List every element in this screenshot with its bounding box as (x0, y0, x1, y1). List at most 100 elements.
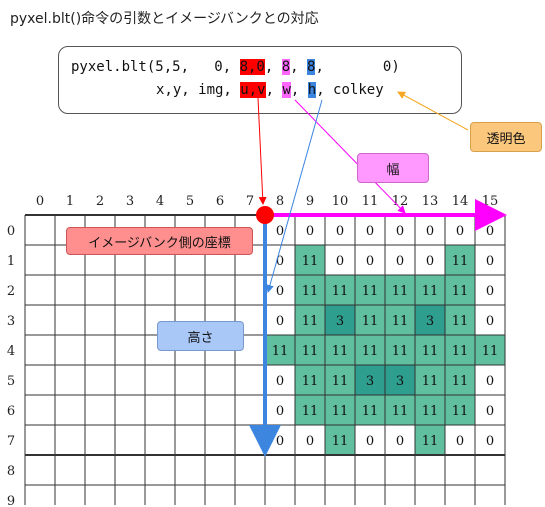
code-sep: , (264, 59, 282, 75)
code-box: pyxel.blt(5,5, 0, 8,0, 8, 8, 0) x,y, img… (58, 46, 462, 114)
column-header: 8 (276, 194, 284, 209)
pixel-value: 11 (302, 254, 319, 269)
pixel-value: 0 (276, 284, 284, 299)
pixel-value: 0 (486, 434, 494, 449)
pixel-value: 0 (396, 254, 404, 269)
pixel-value: 11 (422, 344, 439, 359)
pixel-cell (325, 305, 355, 335)
pixel-value: 0 (366, 254, 374, 269)
column-header: 2 (96, 194, 104, 209)
pixel-cell (325, 425, 355, 455)
pixel-cell (325, 245, 355, 275)
pixel-cell (355, 365, 385, 395)
row-header: 7 (7, 434, 15, 449)
pixel-value: 0 (486, 254, 494, 269)
column-header: 13 (422, 194, 439, 209)
pixel-cell (475, 275, 505, 305)
column-header: 5 (186, 194, 194, 209)
pixel-value: 0 (276, 314, 284, 329)
code-sep: , (290, 59, 308, 75)
column-header: 14 (452, 194, 469, 209)
pixel-value: 11 (422, 284, 439, 299)
pixel-value: 11 (272, 344, 289, 359)
pixel-cell (415, 275, 445, 305)
code-sep: , (290, 82, 308, 98)
pixel-cell (385, 425, 415, 455)
pixel-value: 11 (482, 344, 499, 359)
pixel-value: 11 (302, 404, 319, 419)
pixel-cell (445, 365, 475, 395)
pixel-value: 11 (422, 404, 439, 419)
pixel-value: 3 (396, 374, 404, 389)
pixel-cell (325, 335, 355, 365)
pixel-value: 3 (366, 374, 374, 389)
row-header: 9 (7, 494, 15, 507)
pixel-cell (385, 215, 415, 245)
pixel-value: 0 (396, 434, 404, 449)
pixel-cell (475, 365, 505, 395)
pixel-value: 11 (452, 284, 469, 299)
row-header: 4 (7, 344, 15, 359)
code-uv-values: 8,0 (239, 59, 265, 75)
pixel-value: 0 (426, 224, 434, 239)
pixel-cell (445, 395, 475, 425)
pixel-value: 11 (332, 374, 349, 389)
pixel-value: 0 (486, 284, 494, 299)
pixel-value: 0 (276, 404, 284, 419)
pixel-cell (295, 335, 325, 365)
width-callout: 幅 (357, 153, 429, 183)
pixel-value: 11 (392, 404, 409, 419)
pixel-cell (295, 365, 325, 395)
pixel-value: 11 (392, 314, 409, 329)
code-line-params: x,y, img, u,v, w, h, colkey (156, 82, 384, 98)
row-header: 5 (7, 374, 15, 389)
pixel-value: 11 (302, 374, 319, 389)
pixel-cell (355, 245, 385, 275)
pixel-cell (295, 305, 325, 335)
pixel-cell (385, 365, 415, 395)
column-header: 9 (306, 194, 314, 209)
page-title: pyxel.blt()命令の引数とイメージバンクとの対応 (10, 11, 319, 27)
code-line-values: pyxel.blt(5,5, 0, 8,0, 8, 8, 0) (71, 59, 400, 75)
pixel-cell (475, 425, 505, 455)
pixel-cell (445, 305, 475, 335)
pixel-cell (445, 215, 475, 245)
pixel-cell (475, 335, 505, 365)
pixel-value: 0 (396, 224, 404, 239)
pixel-cell (445, 245, 475, 275)
column-header: 3 (126, 194, 134, 209)
pixel-cell (385, 305, 415, 335)
pixel-value: 11 (302, 314, 319, 329)
column-header: 0 (36, 194, 44, 209)
pixel-cell (355, 335, 385, 365)
pixel-cell (355, 275, 385, 305)
pixel-value: 11 (362, 284, 379, 299)
pixel-cell (415, 425, 445, 455)
row-header: 3 (7, 314, 15, 329)
pixel-cell (325, 275, 355, 305)
column-header: 4 (156, 194, 164, 209)
pixel-cell (295, 275, 325, 305)
code-args-prefix: pyxel.blt(5,5, 0, (71, 59, 240, 75)
column-header: 6 (216, 194, 224, 209)
pixel-cell (325, 215, 355, 245)
column-header: 15 (482, 194, 499, 209)
code-params-prefix: x,y, img, (156, 82, 241, 98)
pixel-cell (355, 305, 385, 335)
pixel-cell (265, 395, 295, 425)
pixel-cell (265, 365, 295, 395)
colkey-connector (397, 91, 469, 131)
pixel-cell (445, 275, 475, 305)
pixel-value: 3 (336, 314, 344, 329)
pixel-value: 0 (276, 254, 284, 269)
pixel-value: 0 (486, 314, 494, 329)
code-h-value: 8 (307, 59, 316, 75)
code-params-suffix: , colkey (316, 82, 384, 98)
pixel-value: 0 (366, 434, 374, 449)
pixel-value: 11 (302, 344, 319, 359)
pixel-cell (475, 395, 505, 425)
pixel-cell (415, 245, 445, 275)
row-header: 6 (7, 404, 15, 419)
pixel-cell (415, 305, 445, 335)
